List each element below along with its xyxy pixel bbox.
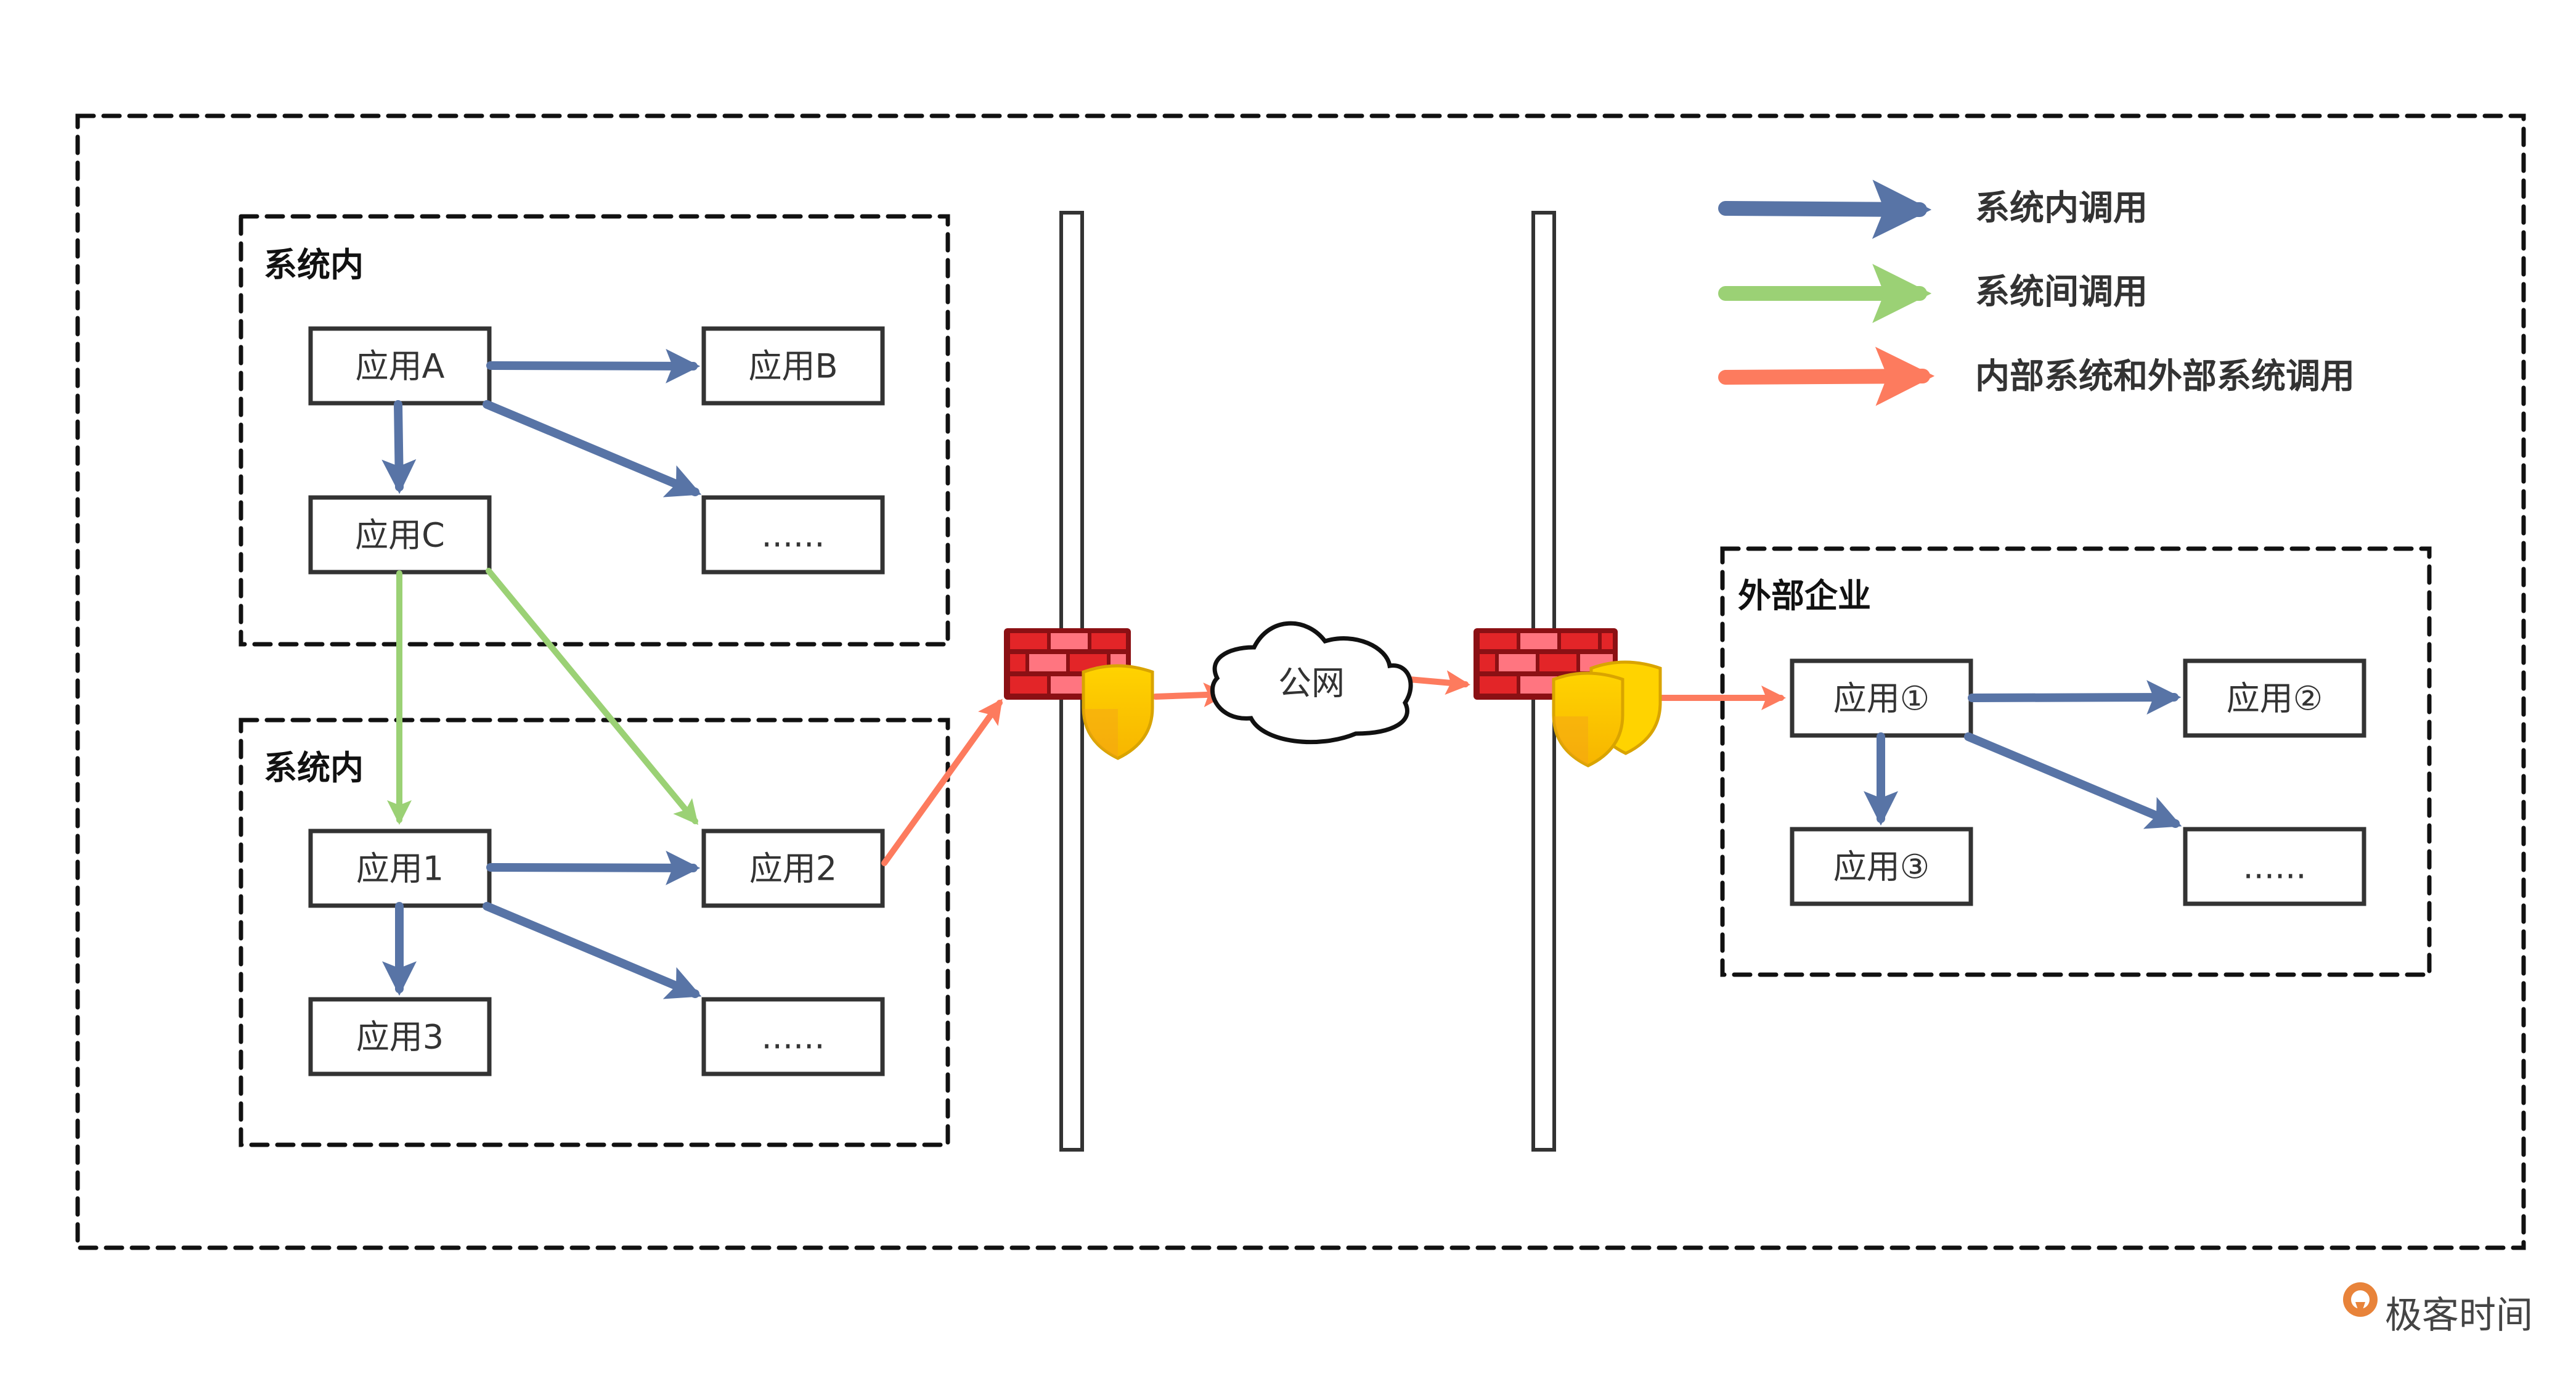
app-more-ext-box[interactable]: ...... <box>2183 827 2366 906</box>
app-more-b-label: ...... <box>762 1018 825 1057</box>
edge-1-to-more <box>483 902 702 999</box>
app-a-label: 应用A <box>356 347 445 386</box>
geektime-logo-icon <box>2343 1282 2378 1317</box>
app-circled-1-box[interactable]: 应用① <box>1790 658 1973 738</box>
edge-1-to-2 <box>486 850 701 885</box>
app-a-box[interactable]: 应用A <box>308 326 492 406</box>
edge-c-to-2 <box>486 568 699 825</box>
legend: 系统内调用 系统间调用 内部系统和外部系统调用 <box>1718 179 2355 406</box>
app-2-box[interactable]: 应用2 <box>701 829 885 908</box>
legend-label-intra: 系统内调用 <box>1975 189 2148 229</box>
edge-c1-to-more <box>1964 732 2182 829</box>
app-b-box[interactable]: 应用B <box>701 326 885 406</box>
edge-2-to-firewall <box>881 698 1003 866</box>
app-1-box[interactable]: 应用1 <box>308 829 492 908</box>
shield-icon <box>1552 671 1624 768</box>
legend-label-external: 内部系统和外部系统调用 <box>1975 357 2355 397</box>
edge-a-to-c <box>381 400 417 494</box>
app-more-ext-label: ...... <box>2243 848 2307 887</box>
system-b-group: 系统内 应用1 应用2 应用3 ...... <box>238 718 950 1147</box>
external-enterprise-group: 外部企业 应用① 应用② 应用③ ...... <box>1720 546 2432 977</box>
system-a-title: 系统内 <box>264 245 364 284</box>
cloud-icon: 公网 <box>1210 621 1413 745</box>
firewall-icon <box>1473 628 1618 700</box>
external-title: 外部企业 <box>1738 576 1871 615</box>
app-c-label: 应用C <box>355 516 445 555</box>
legend-swatch-external <box>1718 346 1935 406</box>
app-circled-2-label: 应用② <box>2227 679 2323 718</box>
legend-item-external: 内部系统和外部系统调用 <box>1718 346 2355 406</box>
outer-boundary <box>75 113 2526 1250</box>
external-boundary <box>1720 546 2432 977</box>
app-circled-3-box[interactable]: 应用③ <box>1790 827 1973 906</box>
edge-c1-to-c2 <box>1968 680 2182 715</box>
legend-swatch-intra <box>1718 179 1932 239</box>
watermark-text: 极客时间 <box>2385 1294 2533 1337</box>
legend-item-inter-system: 系统间调用 <box>1718 264 2148 323</box>
app-more-a-label: ...... <box>762 516 825 555</box>
app-circled-3-label: 应用③ <box>1833 848 1930 887</box>
system-b-title: 系统内 <box>264 748 364 787</box>
shield-icon <box>1082 664 1154 760</box>
app-2-label: 应用2 <box>749 850 837 888</box>
app-c-box[interactable]: 应用C <box>308 495 492 575</box>
cloud-label: 公网 <box>1278 664 1345 703</box>
app-b-label: 应用B <box>748 347 838 386</box>
app-circled-1-label: 应用① <box>1833 679 1930 718</box>
app-3-label: 应用3 <box>356 1018 444 1057</box>
app-3-box[interactable]: 应用3 <box>308 997 492 1076</box>
system-b-boundary <box>238 718 950 1147</box>
system-a-boundary <box>238 214 950 647</box>
system-a-group: 系统内 应用A 应用B 应用C ...... <box>238 214 950 647</box>
legend-label-inter: 系统间调用 <box>1975 272 2148 313</box>
app-1-label: 应用1 <box>356 850 444 888</box>
edge-a-to-more <box>483 400 702 498</box>
app-more-a-box[interactable]: ...... <box>701 495 885 575</box>
app-more-b-box[interactable]: ...... <box>701 997 885 1076</box>
app-circled-2-box[interactable]: 应用② <box>2183 658 2366 738</box>
legend-item-intra-system: 系统内调用 <box>1718 179 2148 239</box>
